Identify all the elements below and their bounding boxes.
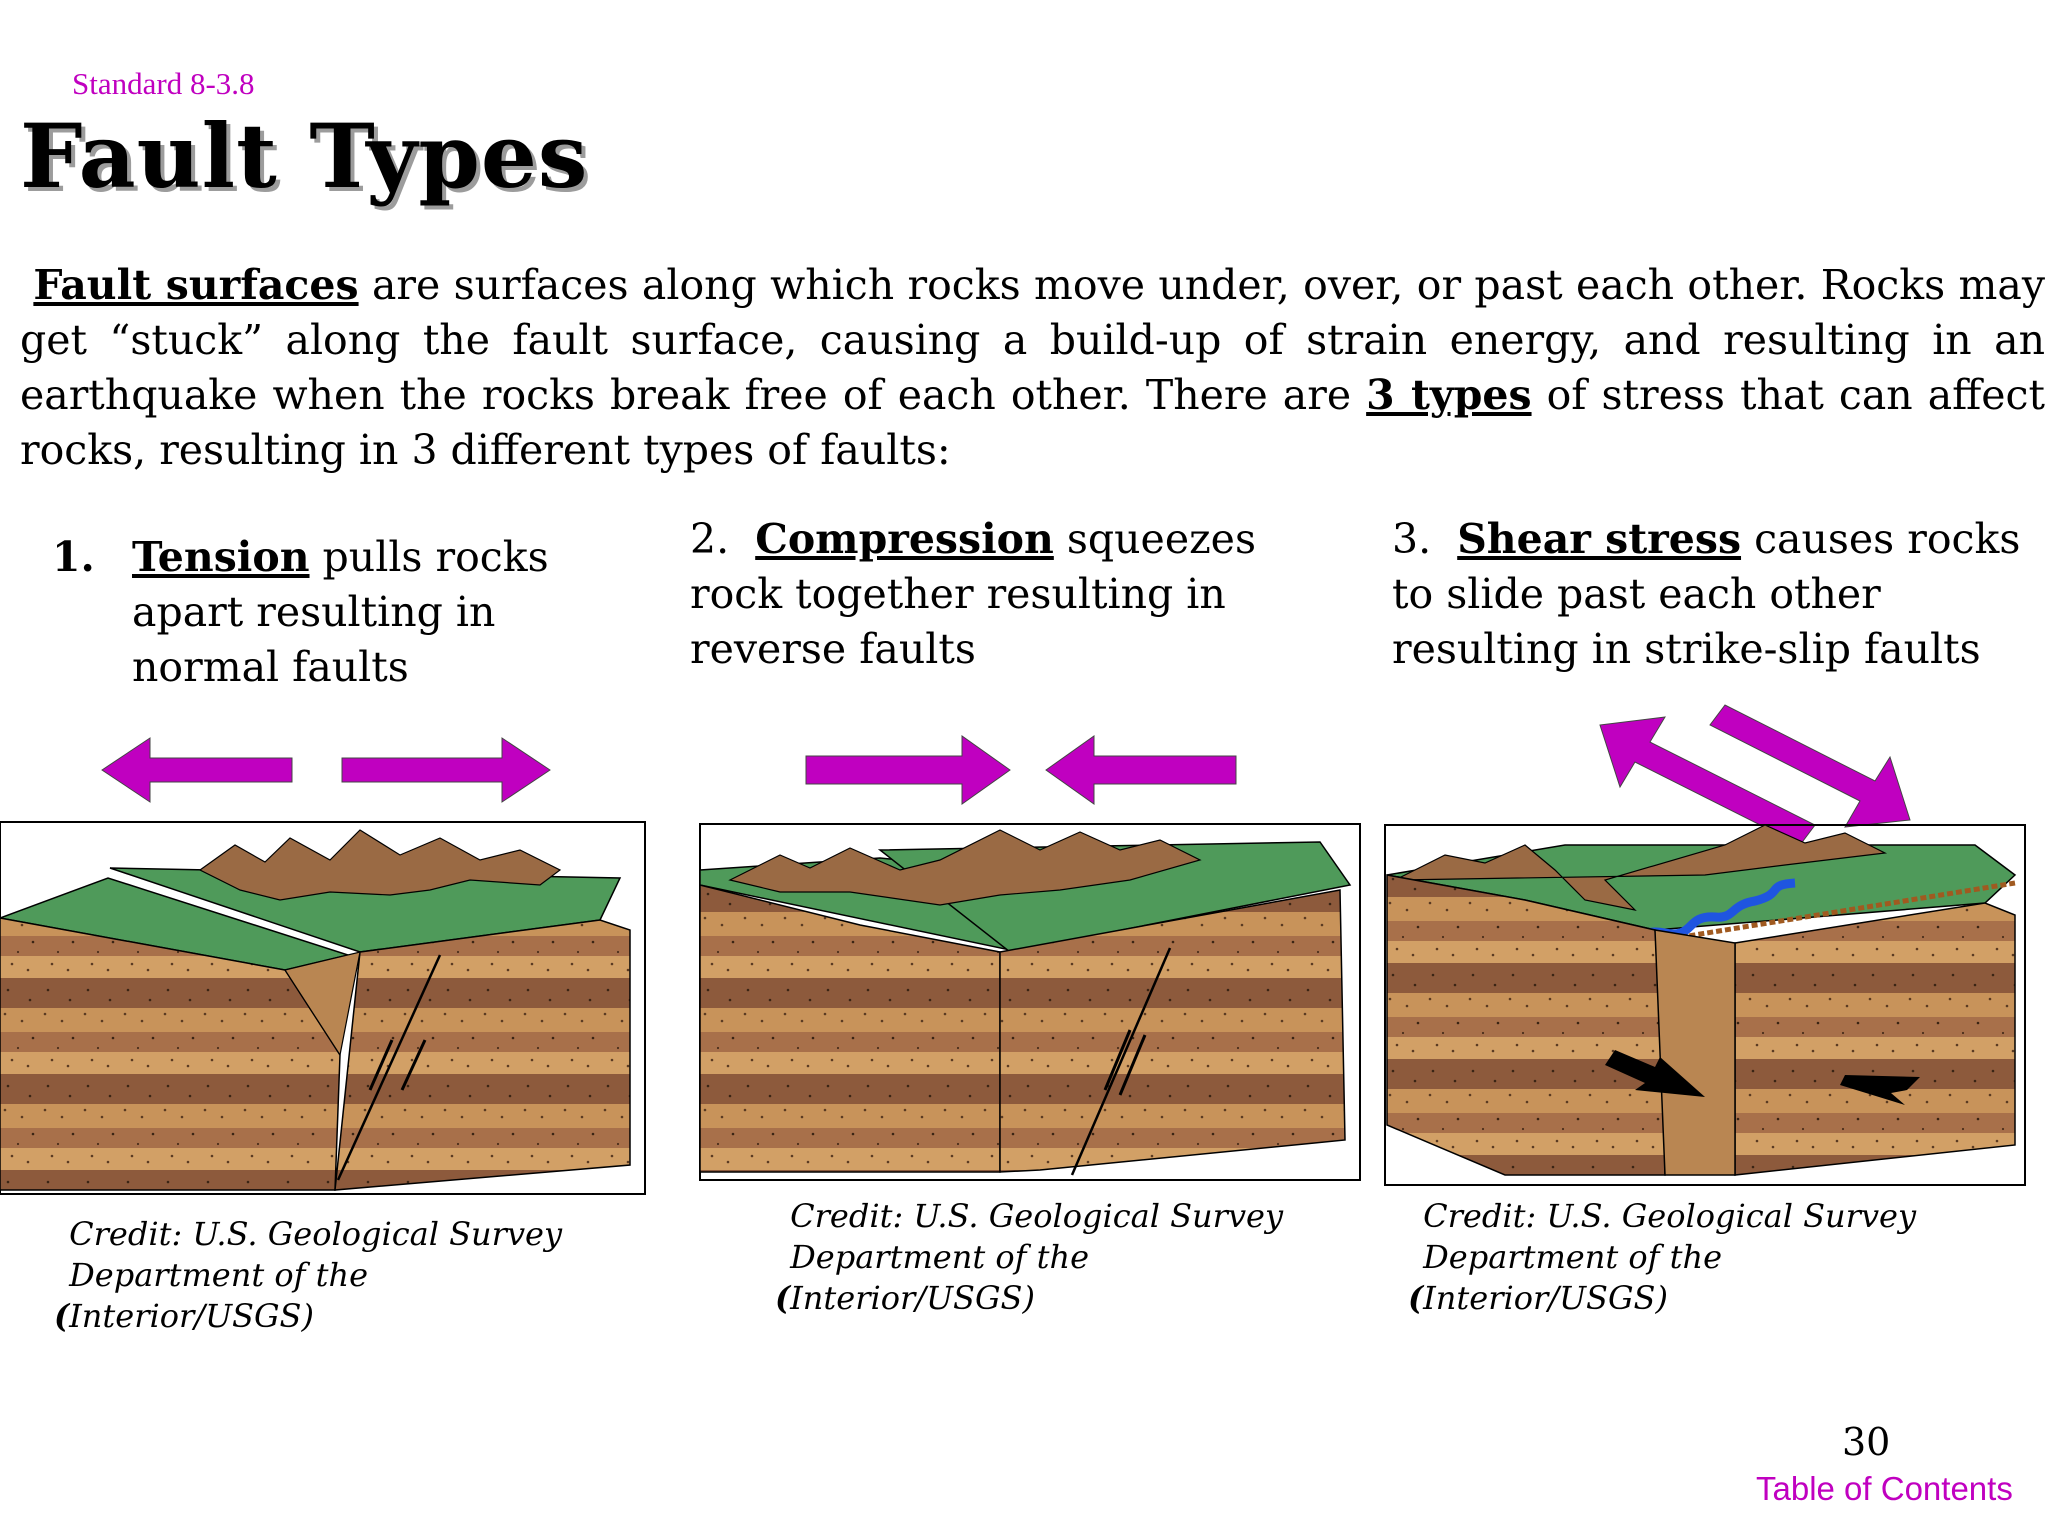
- item-number: 1.: [52, 533, 95, 581]
- right-arrow-icon: [805, 735, 1011, 805]
- shear-description: 3. Shear stress causes rocks to slide pa…: [1392, 512, 2042, 677]
- mountains: [728, 829, 1202, 906]
- credit-paren: (: [1408, 1279, 1424, 1317]
- compression-text: squeezes rock together resulting in reve…: [690, 515, 1256, 673]
- normal-fault-diagram: [0, 737, 646, 1195]
- tension-term: Tension: [132, 533, 310, 581]
- intro-paragraph: Fault surfaces are surfaces along which …: [20, 258, 2045, 478]
- up-arrow-icon: [400, 1039, 427, 1091]
- shear-term: Shear stress: [1457, 515, 1742, 563]
- left-arrow-icon: [1045, 735, 1237, 805]
- reverse-fault-diagram: [699, 735, 1361, 1181]
- fault-line: [336, 954, 442, 1181]
- fault-face: [1654, 929, 1736, 1176]
- item-number: 3.: [1392, 515, 1432, 563]
- intro-text-2: of stress that can affect rocks, resulti…: [20, 371, 2045, 474]
- left-arrow-icon: [101, 737, 293, 803]
- right-block-front: [334, 919, 631, 1191]
- tension-text: pulls rocks apart resulting in normal fa…: [132, 533, 549, 691]
- compression-description: 2. Compression squeezes rock together re…: [690, 512, 1350, 677]
- right-block-front: [1734, 902, 2016, 1176]
- frame: [1384, 824, 2026, 1186]
- three-types-term: 3 types: [1366, 371, 1532, 419]
- standard-label: Standard 8-3.8: [72, 66, 255, 101]
- credit-caption: (Credit: U.S. Geological Survey Departme…: [1408, 1196, 1943, 1319]
- compression-term: Compression: [755, 515, 1054, 563]
- credit-paren: (: [54, 1297, 70, 1335]
- left-motion-arrow-icon: [1605, 1050, 1705, 1097]
- intro-text-1: are surfaces along which rocks move unde…: [20, 261, 2046, 419]
- right-block-front: [999, 889, 1346, 1173]
- right-motion-arrow-icon: [1840, 1075, 1920, 1105]
- credit-caption: (Credit: U.S. Geological Survey Departme…: [775, 1196, 1310, 1319]
- right-arrow-icon: [341, 737, 551, 803]
- upper-left-arrow-icon: [1599, 716, 1816, 846]
- fault-surfaces-term: Fault surfaces: [33, 261, 359, 309]
- credit-text: Credit: U.S. Geological Survey Departmen…: [790, 1197, 1284, 1317]
- mountains: [1394, 824, 1888, 911]
- strike-slip-fault-diagram: [1384, 704, 2026, 1186]
- mountains: [198, 829, 562, 901]
- step-face: [284, 951, 361, 1057]
- item-number: 2.: [690, 515, 730, 563]
- page-number: 30: [1842, 1420, 1891, 1464]
- credit-text: Credit: U.S. Geological Survey Departmen…: [69, 1215, 563, 1335]
- lower-right-arrow-icon: [1709, 704, 1911, 828]
- credit-caption: (Credit: U.S. Geological Survey Departme…: [54, 1214, 589, 1337]
- tension-description: 1. Tension pulls rocks apart resulting i…: [52, 530, 572, 695]
- table-of-contents-link[interactable]: Table of Contents: [1756, 1470, 2013, 1507]
- frame: [0, 821, 646, 1195]
- credit-paren: (: [775, 1279, 791, 1317]
- page-title: Fault Types: [20, 104, 589, 208]
- down-arrow-icon: [368, 1039, 394, 1091]
- shear-text: causes rocks to slide past each other re…: [1392, 515, 2021, 673]
- credit-text: Credit: U.S. Geological Survey Departmen…: [1423, 1197, 1917, 1317]
- down-arrow-icon: [1118, 1034, 1147, 1096]
- fault-line: [1070, 947, 1172, 1176]
- left-block-front: [0, 917, 341, 1191]
- up-arrow-icon: [1103, 1029, 1132, 1091]
